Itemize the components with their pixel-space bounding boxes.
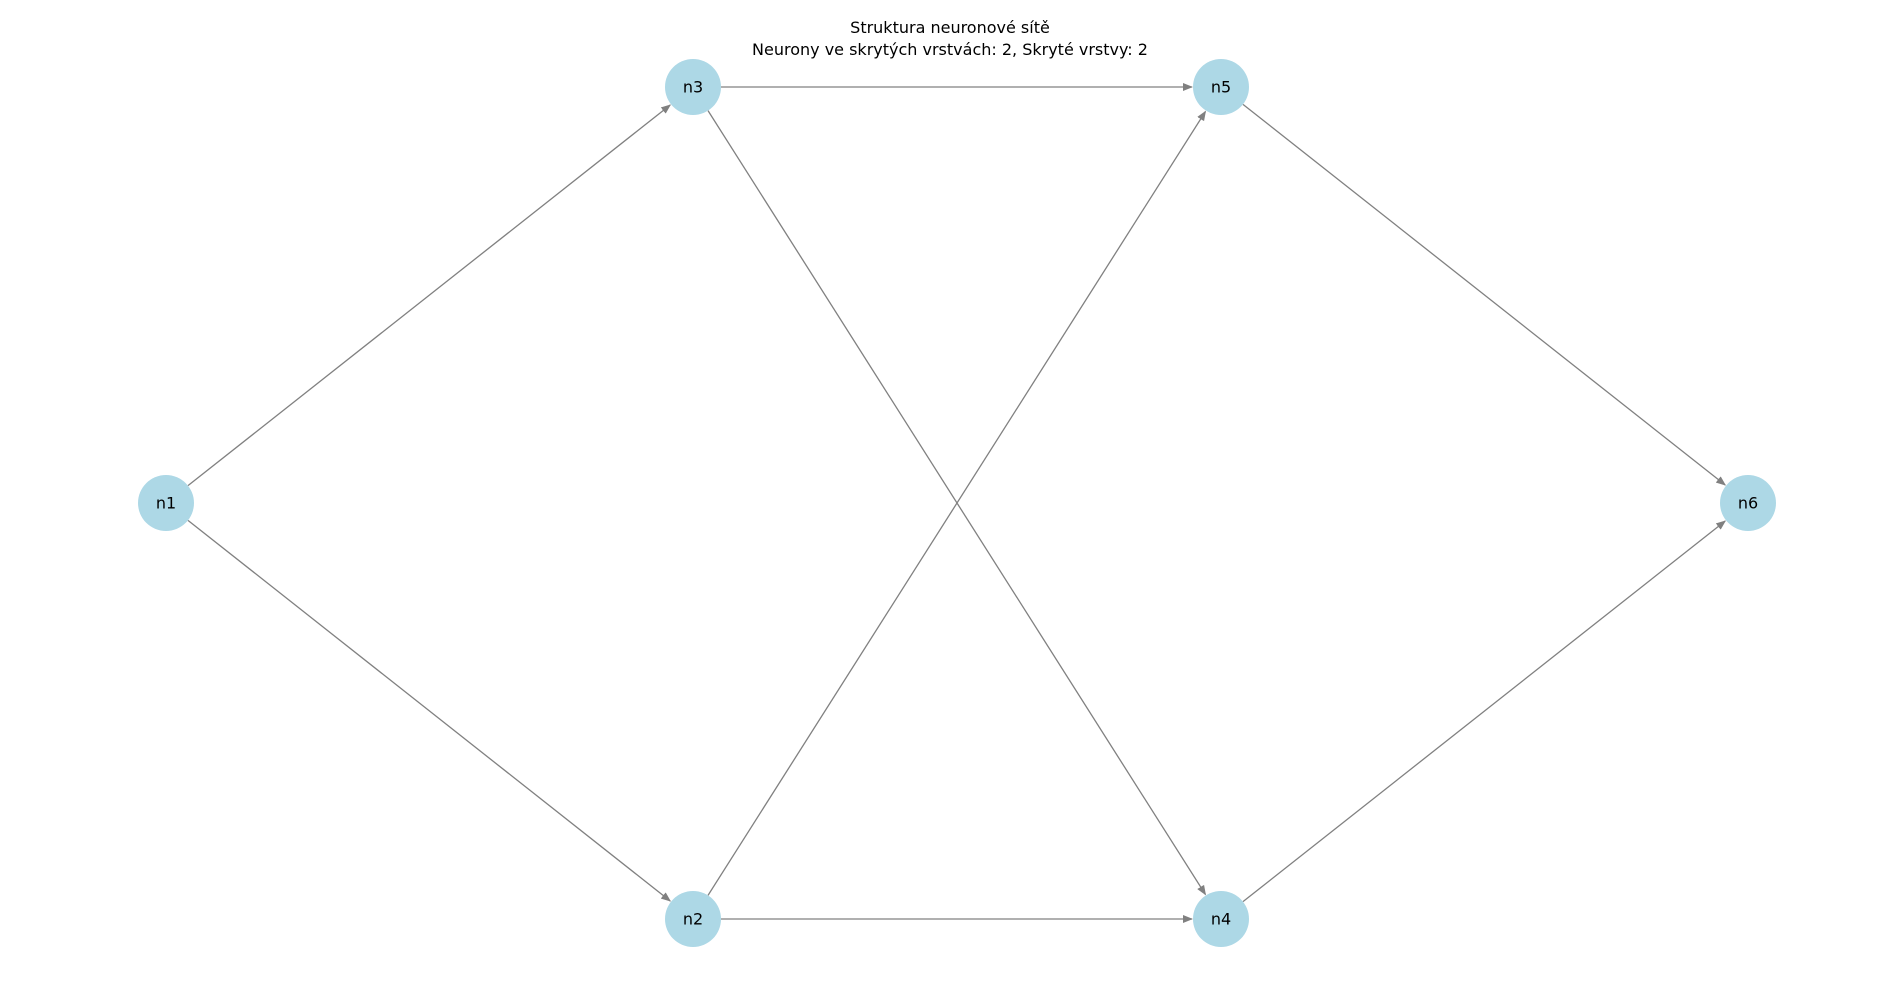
node-label: n1: [156, 494, 176, 513]
nodes-layer: n1 n2 n3 n4 n5 n6: [138, 59, 1776, 947]
node-circle: [1193, 891, 1249, 947]
node-n4: n4: [1193, 891, 1249, 947]
node-n6: n6: [1720, 475, 1776, 531]
node-n3: n3: [665, 59, 721, 115]
node-circle: [665, 891, 721, 947]
edge-n5-n6: [1242, 103, 1727, 486]
edge-n1-n3: [187, 104, 672, 487]
node-label: n5: [1211, 78, 1231, 97]
node-label: n3: [683, 78, 703, 97]
node-circle: [138, 475, 194, 531]
node-n2: n2: [665, 891, 721, 947]
node-circle: [1720, 475, 1776, 531]
node-n5: n5: [1193, 59, 1249, 115]
node-n1: n1: [138, 475, 194, 531]
node-label: n4: [1211, 910, 1231, 929]
diagram-title-block: Struktura neuronové sítě Neurony ve skry…: [0, 17, 1900, 61]
diagram-subtitle: Neurony ve skrytých vrstvách: 2, Skryté …: [752, 40, 1148, 59]
edge-n1-n2: [187, 519, 672, 902]
node-label: n6: [1738, 494, 1758, 513]
edges-layer: [187, 83, 1727, 923]
node-label: n2: [683, 910, 703, 929]
node-circle: [1193, 59, 1249, 115]
diagram-title: Struktura neuronové sítě: [850, 18, 1050, 37]
edge-n2-n5: [707, 110, 1207, 896]
edge-n4-n6: [1242, 520, 1727, 903]
node-circle: [665, 59, 721, 115]
